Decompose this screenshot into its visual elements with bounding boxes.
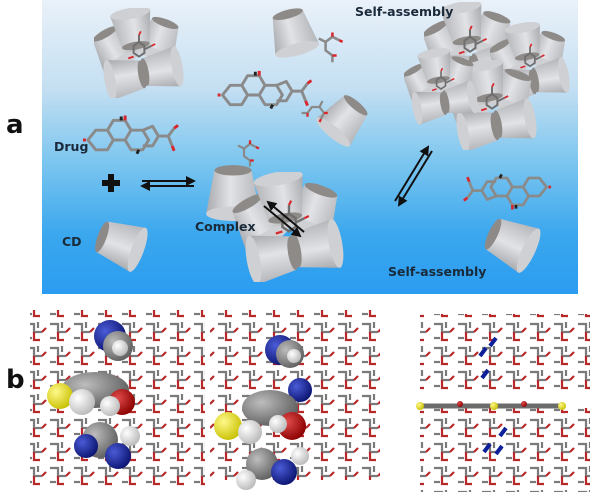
- molecular-models: [30, 310, 590, 492]
- equilibrium-arrow-cluster-aggregate: [394, 145, 433, 207]
- scheme-panel: Drug CD Complex Self-assembly Self-assem…: [42, 0, 578, 294]
- scheme-graphics: [82, 0, 578, 294]
- label-cd: CD: [62, 234, 82, 249]
- panel-label-b: b: [6, 365, 25, 395]
- label-self-assembly-bottom: Self-assembly: [388, 264, 487, 279]
- panel-label-a: a: [6, 110, 24, 140]
- plus-icon: [102, 174, 120, 192]
- model-1: [30, 310, 205, 490]
- cd-cluster-topleft: [86, 4, 186, 101]
- equilibrium-arrow-drug-complex: [140, 176, 196, 191]
- label-complex: Complex: [195, 219, 256, 234]
- model-3: [416, 314, 590, 492]
- label-drug: Drug: [54, 139, 89, 154]
- model-2: [210, 310, 380, 490]
- equilibrium-arrow-complex-cluster: [263, 200, 305, 238]
- label-self-assembly-top: Self-assembly: [355, 4, 454, 19]
